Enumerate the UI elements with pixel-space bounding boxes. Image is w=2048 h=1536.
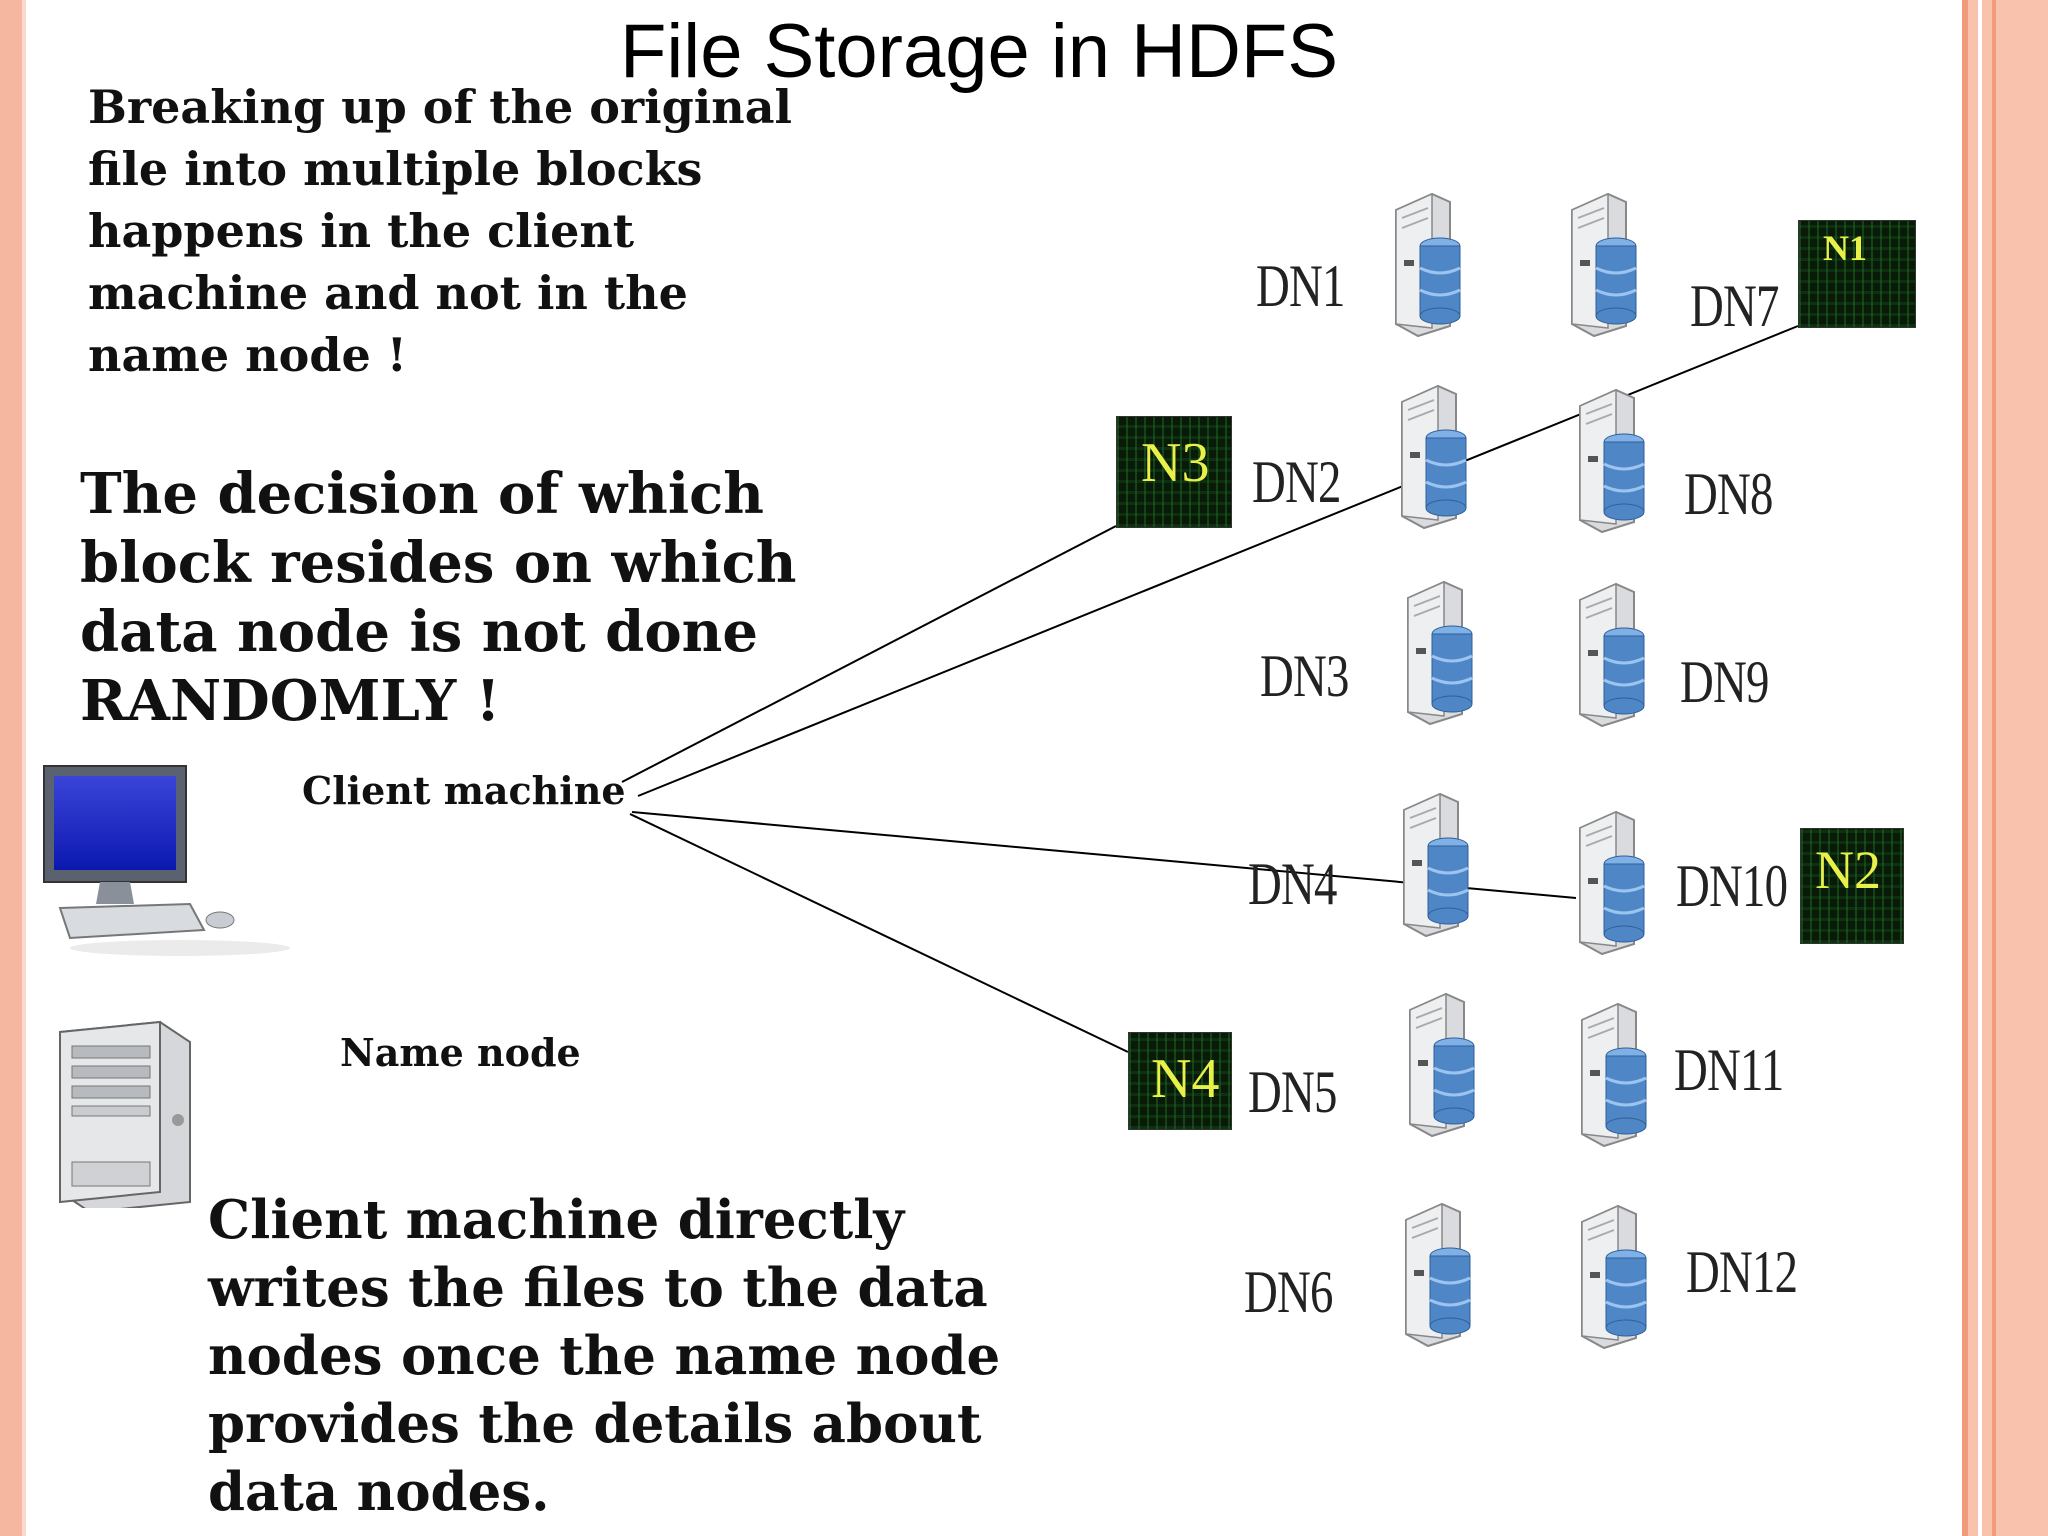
name-node-label: Name node — [340, 1030, 581, 1075]
server-icon — [1581, 1204, 1647, 1350]
server-icon — [1579, 810, 1645, 956]
block-label: N2 — [1815, 840, 1881, 900]
line-to-n4 — [629, 813, 1129, 1053]
data-node-label: DN6 — [1244, 1259, 1333, 1325]
client-machine-icon — [43, 765, 290, 956]
server-icon — [1571, 192, 1637, 338]
slide-frame-right-stripe — [1978, 0, 1982, 1536]
text-client-writes: Client machine directly writes the files… — [208, 1189, 1001, 1523]
server-icon — [1407, 580, 1473, 726]
block-n4: N4 — [1128, 1032, 1232, 1130]
block-n3: N3 — [1116, 416, 1232, 528]
line-to-n3 — [621, 525, 1117, 783]
server-icon — [1401, 384, 1467, 530]
data-node-label: DN9 — [1680, 649, 1769, 715]
server-icon — [1579, 582, 1645, 728]
name-node-icon — [59, 1020, 191, 1208]
data-node-label: DN7 — [1690, 273, 1779, 339]
block-n2: N2 — [1800, 828, 1904, 944]
block-label: N4 — [1151, 1048, 1220, 1110]
slide-frame-right-stripe — [1992, 0, 1996, 1536]
client-machine-label: Client machine — [302, 768, 626, 813]
text-decision: The decision of which block resides on w… — [80, 461, 797, 734]
block-n1: N1 — [1798, 220, 1916, 328]
data-node-label: DN2 — [1252, 449, 1341, 515]
server-icon — [1405, 1202, 1471, 1348]
data-node-label: DN5 — [1248, 1059, 1337, 1125]
server-icon — [1409, 992, 1475, 1138]
text-breaking-up: Breaking up of the original file into mu… — [88, 80, 792, 382]
data-node-label: DN8 — [1684, 461, 1773, 527]
slide-frame-right-stripe — [1962, 0, 1968, 1536]
server-icon — [1403, 792, 1469, 938]
data-node-label: DN11 — [1674, 1037, 1784, 1103]
server-icon — [1581, 1002, 1647, 1148]
server-icon — [1579, 388, 1645, 534]
slide-title: File Storage in HDFS — [620, 9, 1339, 94]
data-node-label: DN10 — [1676, 853, 1788, 919]
server-icon — [1395, 192, 1461, 338]
slide-frame-left-inner — [22, 0, 26, 1536]
block-label: N1 — [1823, 228, 1867, 268]
slide-frame-left — [0, 0, 22, 1536]
data-node-label: DN1 — [1256, 253, 1345, 319]
block-label: N3 — [1141, 432, 1210, 494]
slide-frame-right — [1962, 0, 2048, 1536]
data-node-label: DN4 — [1248, 851, 1337, 917]
data-node-label: DN12 — [1686, 1239, 1798, 1305]
data-node-label: DN3 — [1260, 643, 1349, 709]
